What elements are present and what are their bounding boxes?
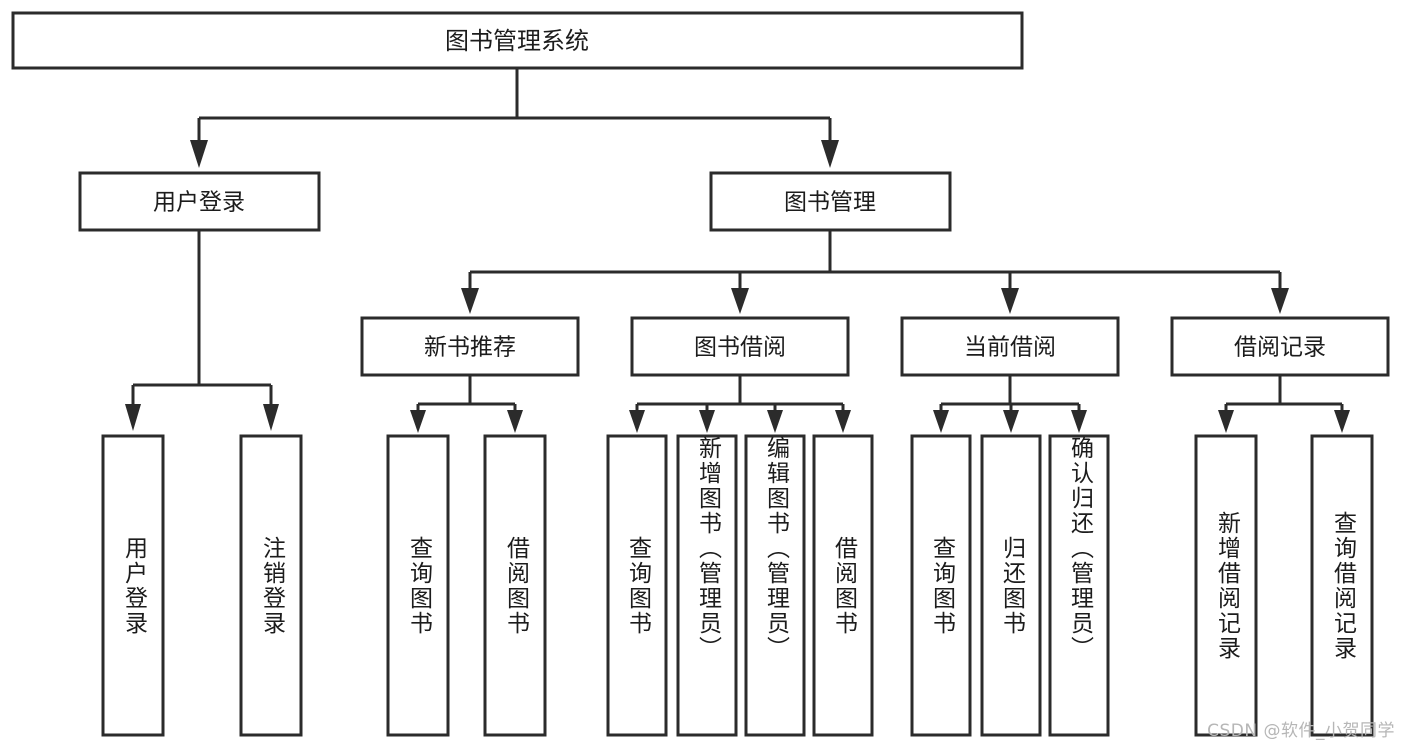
arrowhead-to-user-login: [190, 140, 208, 168]
node-leaf-return-book[interactable]: [980, 434, 1042, 737]
arrowhead-to-borrow-records: [1271, 288, 1289, 314]
arrowhead-user-logout-leaf: [263, 404, 279, 431]
node-leaf-add-borrow-record[interactable]: [1194, 434, 1258, 737]
arrowhead-user-login-leaf: [125, 404, 141, 431]
node-leaf-confirm-return-admin[interactable]: [1048, 434, 1110, 737]
node-root-system[interactable]: [11, 11, 1024, 70]
arrowhead-current-return: [1003, 410, 1019, 433]
node-current-borrow[interactable]: [900, 316, 1120, 377]
node-new-book-recommend[interactable]: [360, 316, 580, 377]
arrowhead-current-confirm: [1071, 410, 1087, 433]
arrowhead-records-query: [1334, 410, 1350, 433]
node-book-management-label: 图书管理: [784, 190, 876, 216]
node-leaf-add-book-admin[interactable]: [676, 434, 738, 737]
arrowhead-records-add: [1218, 410, 1234, 433]
node-book-management[interactable]: [709, 171, 952, 232]
node-borrow-record[interactable]: [1170, 316, 1390, 377]
node-leaf-user-login[interactable]: [101, 434, 165, 737]
node-leaf-edit-book-admin[interactable]: [744, 434, 806, 737]
node-layer: 图书管理系统 用户登录 图书管理 新书推荐 图书借阅 当前借阅 借阅记录: [11, 11, 1390, 737]
node-leaf-query-book-current[interactable]: [910, 434, 972, 737]
node-book-borrow[interactable]: [630, 316, 850, 377]
node-user-login-label: 用户登录: [153, 190, 245, 216]
node-borrow-record-label: 借阅记录: [1234, 335, 1326, 361]
node-root-system-label: 图书管理系统: [445, 27, 589, 55]
node-leaf-query-book-borrow[interactable]: [606, 434, 668, 737]
connector-layer: [125, 68, 1350, 433]
arrowhead-to-borrow-books: [731, 288, 749, 314]
node-user-login[interactable]: [78, 171, 321, 232]
watermark-text: CSDN @软件_小贺同学: [1207, 721, 1395, 741]
arrowhead-current-query: [933, 410, 949, 433]
arrowhead-to-book-manage: [821, 140, 839, 168]
node-leaf-query-book-rec[interactable]: [386, 434, 450, 737]
node-leaf-borrow-book-rec[interactable]: [483, 434, 547, 737]
node-new-book-recommend-label: 新书推荐: [424, 335, 516, 361]
node-leaf-query-borrow-record[interactable]: [1310, 434, 1374, 737]
arrowhead-borrow-add: [699, 410, 715, 433]
arrowhead-borrow-query: [629, 410, 645, 433]
arrowhead-newbooks-borrow: [507, 410, 523, 433]
node-leaf-user-logout[interactable]: [239, 434, 303, 737]
arrowhead-borrow-edit: [767, 410, 783, 433]
arrowhead-newbooks-query: [410, 410, 426, 433]
node-leaf-lend-book[interactable]: [812, 434, 874, 737]
arrowhead-borrow-lend: [835, 410, 851, 433]
arrowhead-to-current-borrow: [1001, 288, 1019, 314]
node-current-borrow-label: 当前借阅: [964, 335, 1056, 361]
arrowhead-to-new-books: [461, 288, 479, 314]
node-book-borrow-label: 图书借阅: [694, 335, 786, 361]
